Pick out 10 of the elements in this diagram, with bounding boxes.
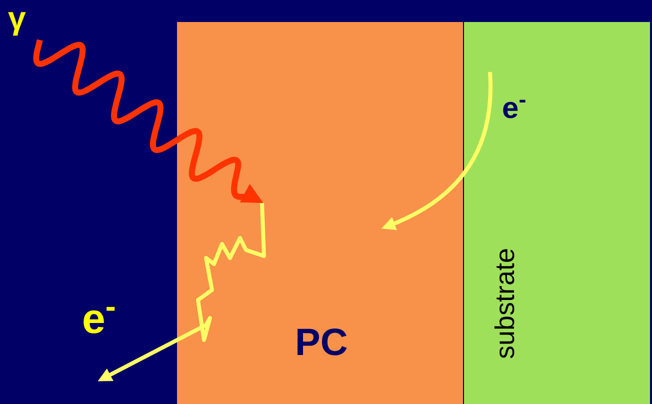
electron-symbol: e$^{-}$ — [82, 298, 116, 340]
wavy-arrow — [33, 39, 264, 203]
photocathode-layer — [177, 22, 463, 404]
arrow — [98, 202, 266, 382]
arrow — [382, 72, 492, 230]
layer-label: PC — [295, 324, 348, 362]
electron-label: e$^{-}$ — [502, 94, 526, 124]
gamma-symbol: γ — [8, 2, 26, 34]
layer-label: substrate — [492, 248, 520, 360]
substrate-layer — [463, 22, 650, 404]
